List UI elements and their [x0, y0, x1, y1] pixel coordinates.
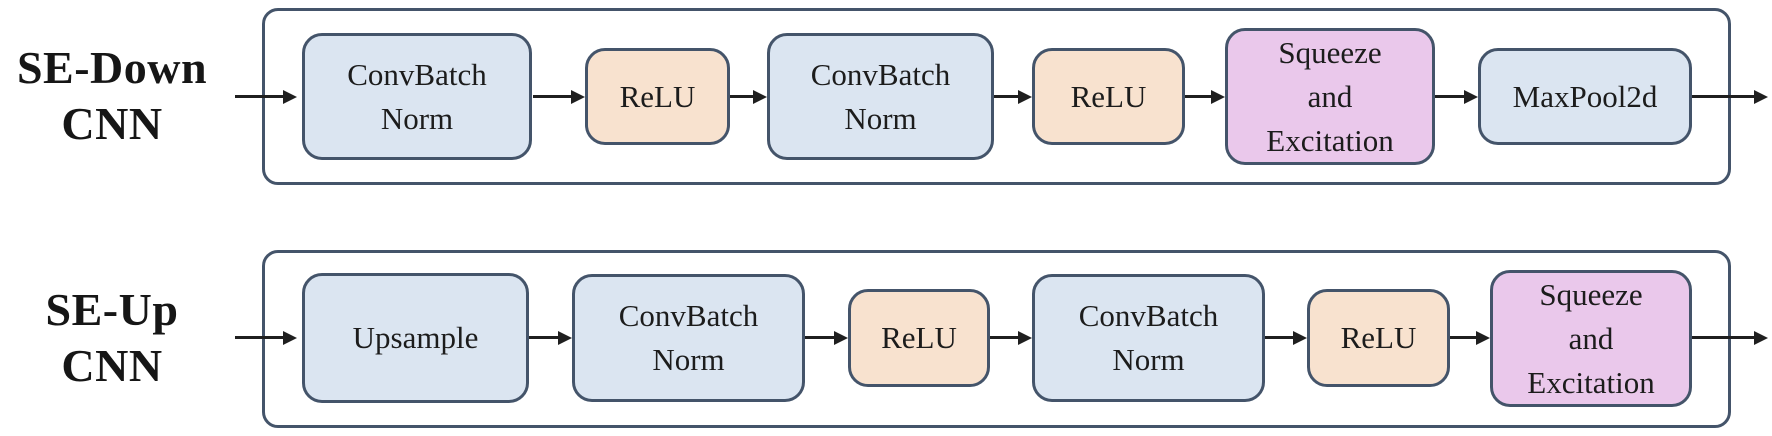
row-label-line: SE-Down [16, 42, 208, 93]
block-label-line: Upsample [352, 320, 479, 355]
block-label-line: Excitation [1527, 364, 1655, 400]
row-label-line: CNN [61, 98, 163, 149]
block-label-line: ConvBatch [1078, 298, 1219, 333]
entry-arrow-se-up [235, 336, 283, 339]
row-label-line: CNN [61, 340, 163, 391]
flow-arrow [990, 336, 1018, 339]
block-label-line: ReLU [881, 320, 957, 355]
block-convbatchnorm: ConvBatch Norm [302, 33, 532, 160]
block-label-line: ConvBatch [618, 298, 759, 333]
block-label-line: Norm [380, 100, 454, 136]
block-label-line: Squeeze [1539, 276, 1643, 312]
block-label-line: MaxPool2d [1512, 78, 1658, 114]
flow-arrow [805, 336, 834, 339]
row-label-line: SE-Up [45, 284, 179, 335]
block-label-line: ConvBatch [347, 56, 487, 92]
block-label-line: and [1307, 78, 1353, 114]
se-up-container: Upsample ConvBatch Norm ReLU ConvBatch N… [262, 250, 1731, 428]
se-down-container: ConvBatch Norm ReLU ConvBatch Norm ReLU … [262, 8, 1731, 185]
block-label-line: and [1568, 320, 1614, 356]
exit-arrow-se-up [1692, 336, 1754, 339]
block-upsample: Upsample [302, 273, 529, 403]
block-convbatchnorm: ConvBatch Norm [572, 274, 805, 402]
entry-arrow-se-down [235, 95, 283, 98]
block-label-line: Norm [1112, 342, 1185, 377]
block-label-line: ReLU [619, 78, 696, 114]
block-squeeze-excitation: Squeeze and Excitation [1225, 28, 1435, 165]
block-relu: ReLU [1307, 289, 1450, 387]
block-label-line: ReLU [1340, 320, 1417, 355]
exit-arrow-se-down [1692, 95, 1754, 98]
block-convbatchnorm: ConvBatch Norm [1032, 274, 1265, 402]
flow-arrow [533, 95, 571, 98]
flow-arrow [994, 95, 1018, 98]
block-label-line: ConvBatch [810, 56, 951, 92]
flow-arrow [1450, 336, 1476, 339]
row-label-se-up: SE-Up CNN [0, 282, 224, 394]
block-relu: ReLU [1032, 48, 1185, 145]
flow-arrow [1265, 336, 1293, 339]
flow-arrow [730, 95, 753, 98]
block-label-line: ReLU [1070, 78, 1147, 114]
flow-arrow [1435, 95, 1464, 98]
block-convbatchnorm: ConvBatch Norm [767, 33, 994, 160]
flow-arrow [1185, 95, 1211, 98]
block-label-line: Excitation [1266, 122, 1394, 158]
block-relu: ReLU [585, 48, 730, 145]
row-label-se-down: SE-Down CNN [0, 40, 224, 152]
block-squeeze-excitation: Squeeze and Excitation [1490, 270, 1692, 407]
block-label-line: Norm [844, 100, 917, 136]
block-relu: ReLU [848, 289, 990, 387]
block-maxpool2d: MaxPool2d [1478, 48, 1692, 145]
block-label-line: Norm [652, 342, 725, 377]
block-label-line: Squeeze [1278, 34, 1382, 70]
flow-arrow [529, 336, 558, 339]
